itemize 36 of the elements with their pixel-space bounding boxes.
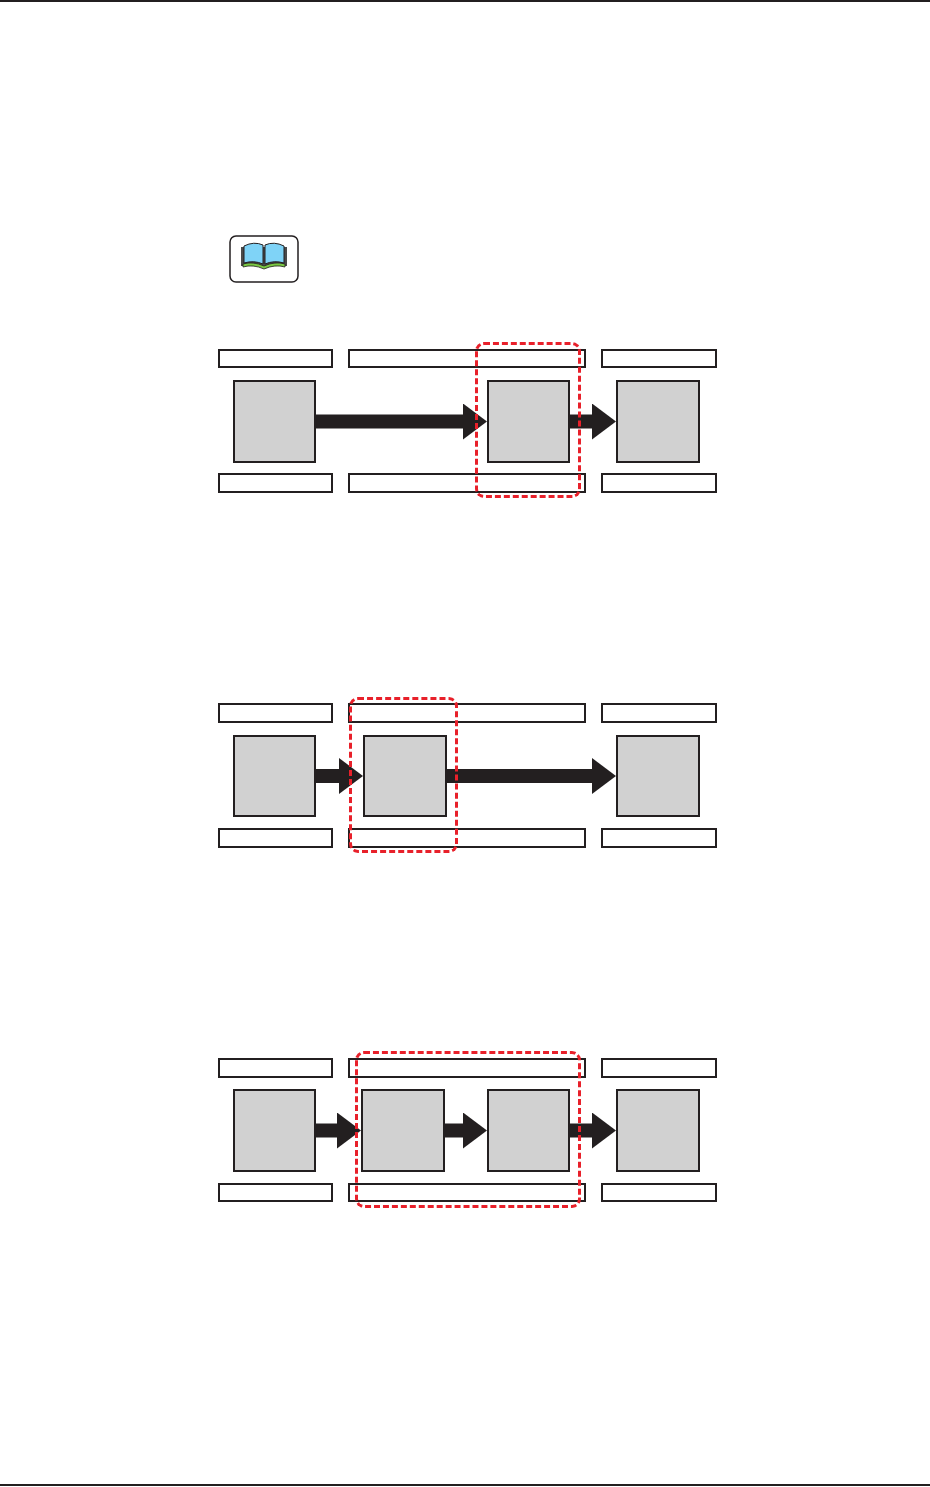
- process-block: [233, 735, 316, 817]
- label-bar: [218, 473, 333, 493]
- arrow: [445, 1112, 487, 1149]
- label-bar: [348, 349, 586, 368]
- process-block: [363, 735, 447, 817]
- label-bar: [601, 349, 717, 368]
- process-block: [233, 1089, 316, 1172]
- arrow: [316, 758, 363, 794]
- label-bar: [218, 828, 333, 848]
- highlight-frame: [355, 1051, 581, 1208]
- label-bar: [601, 703, 717, 723]
- label-bar: [348, 473, 586, 493]
- arrow: [316, 403, 487, 440]
- arrow: [570, 1112, 616, 1149]
- highlight-frame: [349, 697, 458, 853]
- label-bar: [218, 1183, 333, 1202]
- label-bar: [348, 828, 586, 848]
- arrow: [570, 403, 616, 440]
- label-bar: [601, 1058, 717, 1078]
- process-block: [616, 380, 700, 463]
- label-bar: [601, 473, 717, 493]
- label-bar: [601, 828, 717, 848]
- process-block: [233, 380, 316, 463]
- label-bar: [218, 703, 333, 723]
- label-bar: [218, 349, 333, 368]
- label-bar: [218, 1058, 333, 1078]
- label-bar: [601, 1183, 717, 1202]
- label-bar: [348, 703, 586, 723]
- process-block: [616, 735, 700, 817]
- arrow: [316, 1112, 361, 1149]
- process-block: [487, 380, 570, 463]
- process-block: [361, 1089, 445, 1172]
- process-block: [616, 1089, 700, 1172]
- process-block: [487, 1089, 570, 1172]
- arrow: [447, 758, 616, 794]
- highlight-frame: [475, 342, 581, 498]
